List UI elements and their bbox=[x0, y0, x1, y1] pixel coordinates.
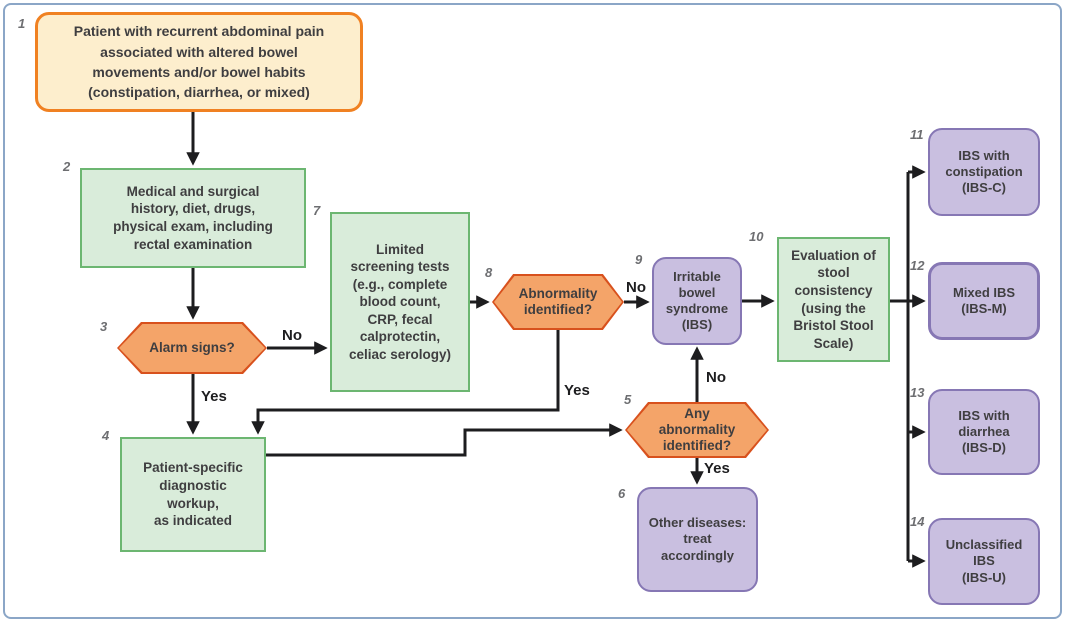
node-2-history-exam: Medical and surgical history, diet, drug… bbox=[80, 168, 306, 268]
edge-label-alarm-yes: Yes bbox=[201, 388, 227, 405]
node-12-label: Mixed IBS (IBS-M) bbox=[952, 284, 1016, 316]
node-10-stool-consistency: Evaluation of stool consistency (using t… bbox=[777, 237, 890, 362]
node-4-label: Patient-specific diagnostic workup, as i… bbox=[143, 460, 243, 529]
node-4-number: 4 bbox=[102, 428, 110, 443]
node-9-number: 9 bbox=[635, 252, 643, 267]
edge-label-alarm-no: No bbox=[282, 327, 302, 344]
node-9-ibs: Irritable bowel syndrome (IBS) bbox=[652, 257, 742, 345]
node-2-number: 2 bbox=[63, 159, 71, 174]
node-5-any-abnormality: Any abnormality identified? bbox=[625, 402, 769, 458]
node-5-label: Any abnormality identified? bbox=[658, 405, 736, 454]
node-1-label: Patient with recurrent abdominal pain as… bbox=[73, 23, 325, 101]
node-13-number: 13 bbox=[910, 385, 925, 400]
arrow-4-5 bbox=[266, 423, 623, 457]
node-9-label: Irritable bowel syndrome (IBS) bbox=[665, 268, 729, 333]
node-6-number: 6 bbox=[618, 486, 626, 501]
arrow-8-4-yes bbox=[251, 330, 560, 435]
node-14-number: 14 bbox=[910, 514, 925, 529]
node-6-label: Other diseases: treat accordingly bbox=[648, 515, 747, 563]
edge-label-screen-yes: Yes bbox=[564, 382, 590, 399]
node-14-ibs-u: Unclassified IBS (IBS-U) bbox=[928, 518, 1040, 605]
node-2-label: Medical and surgical history, diet, drug… bbox=[113, 183, 273, 252]
hexagon-shape bbox=[119, 324, 265, 372]
node-13-ibs-d: IBS with diarrhea (IBS-D) bbox=[928, 389, 1040, 475]
node-11-number: 11 bbox=[910, 127, 924, 142]
node-7-screening-tests: Limited screening tests (e.g., complete … bbox=[330, 212, 470, 392]
node-12-number: 12 bbox=[910, 258, 925, 273]
node-3-alarm-signs: Alarm signs? bbox=[117, 322, 267, 374]
node-8-label: Abnormality identified? bbox=[518, 285, 598, 317]
edge-label-screen-no: No bbox=[626, 279, 646, 296]
node-11-label: IBS with constipation (IBS-C) bbox=[945, 147, 1023, 196]
node-7-label: Limited screening tests (e.g., complete … bbox=[348, 241, 452, 362]
node-10-number: 10 bbox=[749, 229, 764, 244]
node-13-label: IBS with diarrhea (IBS-D) bbox=[958, 407, 1010, 456]
node-5-number: 5 bbox=[624, 392, 632, 407]
hexagon-shape bbox=[494, 276, 622, 328]
node-1-number: 1 bbox=[18, 16, 26, 31]
edge-label-workup-no: No bbox=[706, 369, 726, 386]
edge-label-workup-yes: Yes bbox=[704, 460, 730, 477]
node-14-label: Unclassified IBS (IBS-U) bbox=[945, 537, 1023, 585]
hexagon-shape bbox=[627, 404, 767, 456]
node-4-diagnostic-workup: Patient-specific diagnostic workup, as i… bbox=[120, 437, 266, 552]
node-8-abnormality-identified: Abnormality identified? bbox=[492, 274, 624, 330]
node-12-ibs-m: Mixed IBS (IBS-M) bbox=[928, 262, 1040, 340]
node-11-ibs-c: IBS with constipation (IBS-C) bbox=[928, 128, 1040, 216]
node-7-number: 7 bbox=[313, 203, 321, 218]
node-3-label: Alarm signs? bbox=[149, 339, 235, 355]
node-6-other-diseases: Other diseases: treat accordingly bbox=[637, 487, 758, 592]
node-1-patient-presentation: Patient with recurrent abdominal pain as… bbox=[35, 12, 363, 112]
node-8-number: 8 bbox=[485, 265, 493, 280]
node-3-number: 3 bbox=[100, 319, 108, 334]
node-10-label: Evaluation of stool consistency (using t… bbox=[791, 247, 876, 351]
